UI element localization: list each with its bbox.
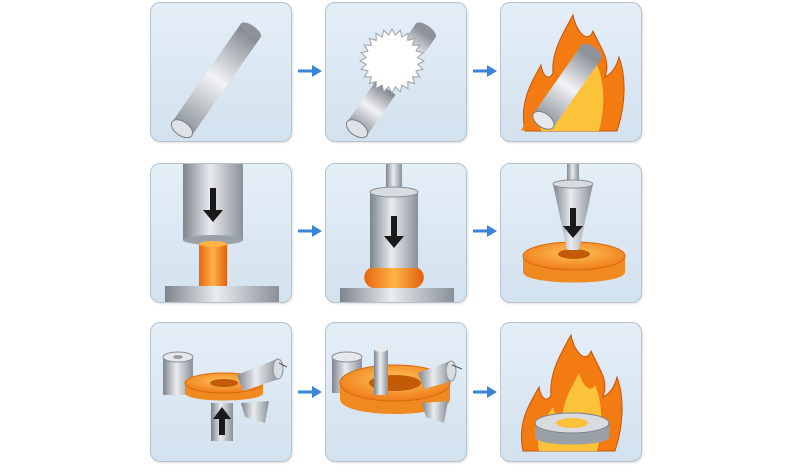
flow-arrow-icon (298, 225, 322, 237)
flow-arrow-icon (298, 386, 322, 398)
upsetting-press-icon (165, 164, 279, 302)
punching-icon (522, 164, 626, 283)
flow-arrow-icon (473, 65, 497, 77)
press-down-arrow-icon (210, 188, 216, 212)
step-upset-billet (325, 163, 467, 303)
upset-billet-icon (340, 164, 454, 302)
step-saw-cutting (325, 2, 467, 142)
step-punching (500, 163, 642, 303)
saw-blade-icon (358, 27, 426, 95)
flow-arrow-icon (473, 225, 497, 237)
press-down-arrow-icon (391, 216, 397, 238)
push-up-arrow-icon (219, 417, 225, 435)
step-steel-bar (150, 2, 292, 142)
flow-arrow-icon (298, 65, 322, 77)
step-furnace-heating (500, 2, 642, 142)
step-ring-rolling (150, 322, 292, 462)
punch-down-arrow-icon (570, 208, 576, 228)
ring-expansion-icon (331, 346, 463, 423)
ring-rolling-icon (162, 351, 288, 441)
flow-arrow-icon (473, 386, 497, 398)
step-upsetting-press (150, 163, 292, 303)
step-heat-treatment (500, 322, 642, 462)
step-ring-expansion (325, 322, 467, 462)
steel-bar-icon (170, 22, 262, 139)
furnace-heating-icon (521, 13, 625, 132)
saw-cutting-icon (345, 22, 437, 139)
heat-treatment-icon (520, 333, 623, 452)
